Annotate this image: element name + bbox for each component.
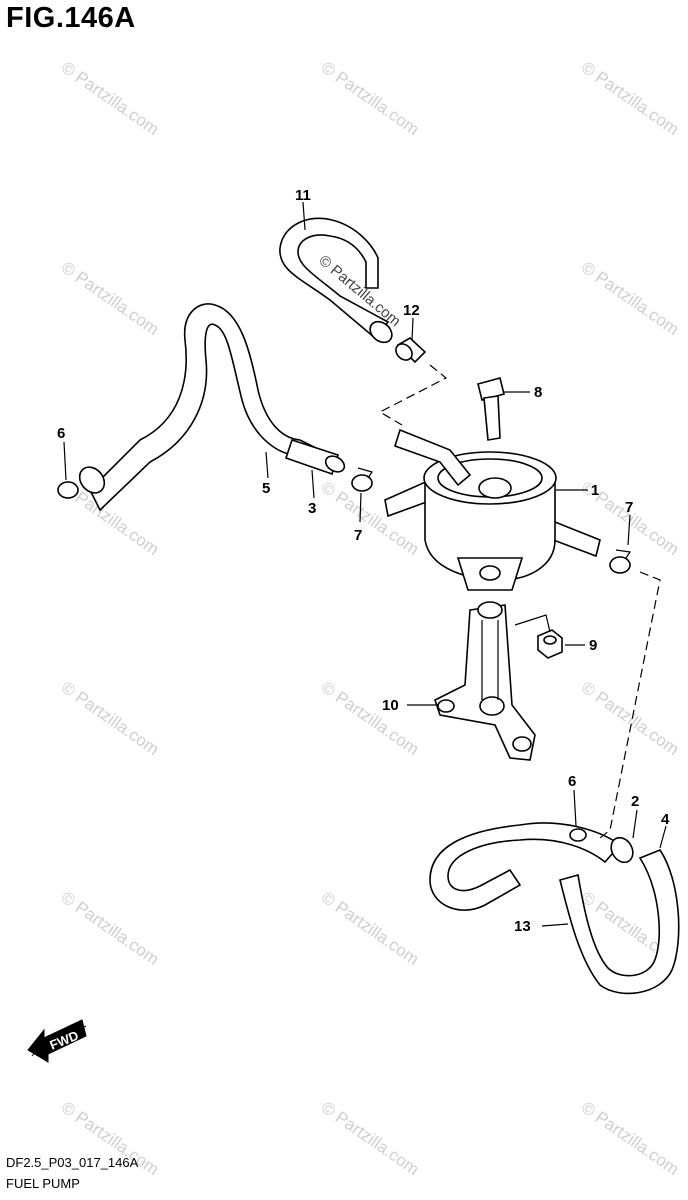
watermark-layer: © Partzilla.com © Partzilla.com © Partzi… bbox=[58, 58, 683, 1179]
part-5-hose bbox=[78, 303, 332, 512]
part-7-clamp-right bbox=[609, 549, 632, 574]
callout-6b: 6 bbox=[568, 773, 576, 790]
connector-line bbox=[599, 571, 661, 839]
callout-7b: 7 bbox=[625, 499, 633, 516]
watermark: © Partzilla.com bbox=[578, 1098, 683, 1179]
watermark: © Partzilla.com bbox=[318, 1098, 423, 1179]
watermark: © Partzilla.com bbox=[578, 58, 683, 139]
callout-3: 3 bbox=[308, 500, 316, 517]
watermark: © Partzilla.com bbox=[58, 258, 163, 339]
callout-2: 2 bbox=[631, 793, 639, 810]
connector-line bbox=[514, 614, 551, 633]
figure-code: DF2.5_P03_017_146A bbox=[6, 1155, 139, 1170]
watermark: © Partzilla.com bbox=[58, 888, 163, 969]
part-1-fuel-pump bbox=[384, 428, 601, 591]
fwd-arrow-icon: FWD bbox=[27, 1019, 87, 1063]
part-9-nut bbox=[537, 629, 563, 659]
callout-1: 1 bbox=[591, 482, 599, 499]
watermark: © Partzilla.com bbox=[58, 678, 163, 759]
watermark: © Partzilla.com bbox=[318, 678, 423, 759]
part-7-clamp-left bbox=[351, 467, 373, 492]
callout-11: 11 bbox=[295, 187, 311, 204]
callout-6a: 6 bbox=[57, 425, 65, 442]
part-13-hose bbox=[429, 822, 680, 995]
part-10-bracket bbox=[434, 601, 536, 761]
figure-title: FIG.146A bbox=[6, 2, 136, 34]
watermark: © Partzilla.com bbox=[318, 58, 423, 139]
part-3-pipe bbox=[284, 438, 346, 476]
connector-line bbox=[378, 364, 448, 426]
callout-13: 13 bbox=[514, 918, 531, 935]
callout-8: 8 bbox=[534, 384, 542, 401]
callout-5: 5 bbox=[262, 480, 270, 497]
fwd-label: FWD bbox=[48, 1028, 81, 1053]
figure-caption: FUEL PUMP bbox=[6, 1176, 80, 1191]
part-8-bolt bbox=[477, 377, 505, 441]
callout-10: 10 bbox=[382, 697, 399, 714]
part-6-clip-right bbox=[569, 828, 587, 842]
watermark: © Partzilla.com bbox=[58, 58, 163, 139]
callout-12: 12 bbox=[403, 302, 420, 319]
part-12-joint bbox=[395, 337, 427, 364]
watermark: © Partzilla.com bbox=[318, 888, 423, 969]
leader-lines bbox=[63, 201, 667, 927]
callout-7a: 7 bbox=[354, 527, 362, 544]
callout-4: 4 bbox=[661, 811, 670, 828]
watermark: © Partzilla.com bbox=[578, 678, 683, 759]
part-11-hose bbox=[279, 217, 393, 344]
watermark: © Partzilla.com bbox=[578, 258, 683, 339]
part-6-clip-left bbox=[57, 481, 79, 499]
callout-9: 9 bbox=[589, 637, 597, 654]
